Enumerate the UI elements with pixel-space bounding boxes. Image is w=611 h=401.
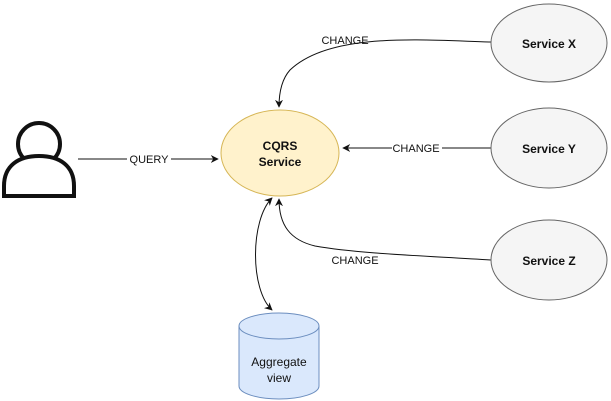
query-label: QUERY: [130, 154, 170, 166]
change-x-label: CHANGE: [321, 35, 368, 47]
aggregate-view-label-line1: Aggregate: [251, 355, 307, 369]
database-cylinder-icon: [238, 312, 320, 400]
cqrs-service-node: CQRS Service: [220, 109, 340, 197]
user-icon: [2, 121, 76, 198]
service-z-node: Service Z: [490, 219, 608, 301]
change-y-edge: CHANGE: [342, 141, 491, 155]
service-x-node: Service X: [490, 3, 608, 83]
service-y-node: Service Y: [490, 107, 608, 189]
query-edge: QUERY: [78, 152, 219, 166]
cqrs-service-label-line2: Service: [259, 155, 302, 169]
service-y-label: Service Y: [522, 142, 576, 156]
aggregate-edge: [255, 197, 273, 311]
change-x-edge: CHANGE: [275, 35, 492, 108]
change-y-label: CHANGE: [392, 143, 439, 155]
service-x-label: Service X: [522, 37, 576, 51]
change-z-edge: CHANGE: [275, 198, 492, 267]
change-z-label: CHANGE: [331, 255, 378, 267]
aggregate-view-label-line2: view: [267, 371, 291, 385]
cqrs-service-label-line1: CQRS: [263, 139, 298, 153]
aggregate-view-node: Aggregate view: [238, 312, 320, 400]
service-z-label: Service Z: [522, 254, 575, 268]
